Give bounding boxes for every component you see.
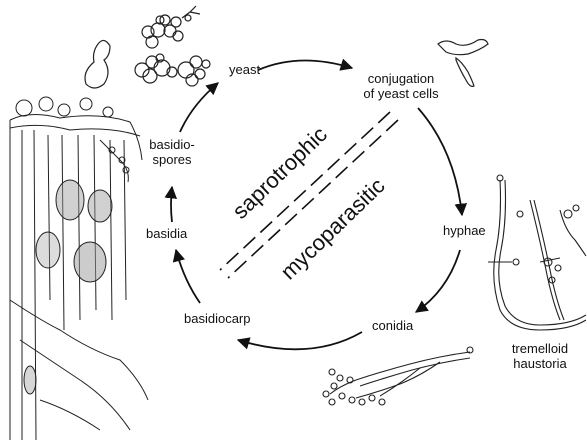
arrow-basidiospores-to-yeast: [179, 82, 219, 133]
stage-label-conjugation-line2: of yeast cells: [363, 86, 439, 101]
conjugating-cells-illustration: [437, 38, 489, 87]
haustoria-caption-line2: haustoria: [513, 356, 567, 371]
yeast-cells-illustration: [84, 5, 211, 89]
arrow-basidia-to-basidiospores: [164, 185, 178, 223]
stage-label-basidia: basidia: [146, 226, 188, 241]
arrow-hyphae-to-conidia: [414, 249, 461, 313]
arrow-basidiocarp-to-basidia: [172, 248, 201, 304]
stage-label-basidiospores-line1: basidio-: [149, 137, 195, 152]
haustoria-caption: tremelloid haustoria: [500, 341, 580, 371]
stage-label-yeast: yeast: [229, 62, 261, 77]
haustoria-caption-line1: tremelloid: [511, 341, 569, 356]
haustoria-illustration: [488, 174, 587, 331]
cycle-arrows: [164, 58, 468, 351]
conidia-illustration: [322, 346, 474, 406]
phase-divider: [219, 111, 399, 279]
stage-label-conjugation: conjugation of yeast cells: [355, 71, 447, 101]
stage-label-basidiocarp: basidiocarp: [184, 311, 251, 326]
arrow-yeast-to-conjugation: [257, 58, 354, 71]
hymenium-section-illustration: [9, 96, 149, 441]
stage-label-conidia: conidia: [372, 318, 414, 333]
stage-label-conjugation-line1: conjugation: [367, 71, 435, 86]
arrow-conidia-to-basidiocarp: [236, 331, 363, 351]
arrow-conjugation-to-hyphae: [417, 107, 468, 217]
stage-label-basidiospores-line2: spores: [152, 152, 192, 167]
stage-label-basidiospores: basidio- spores: [142, 137, 202, 167]
stage-label-hyphae: hyphae: [443, 223, 486, 238]
